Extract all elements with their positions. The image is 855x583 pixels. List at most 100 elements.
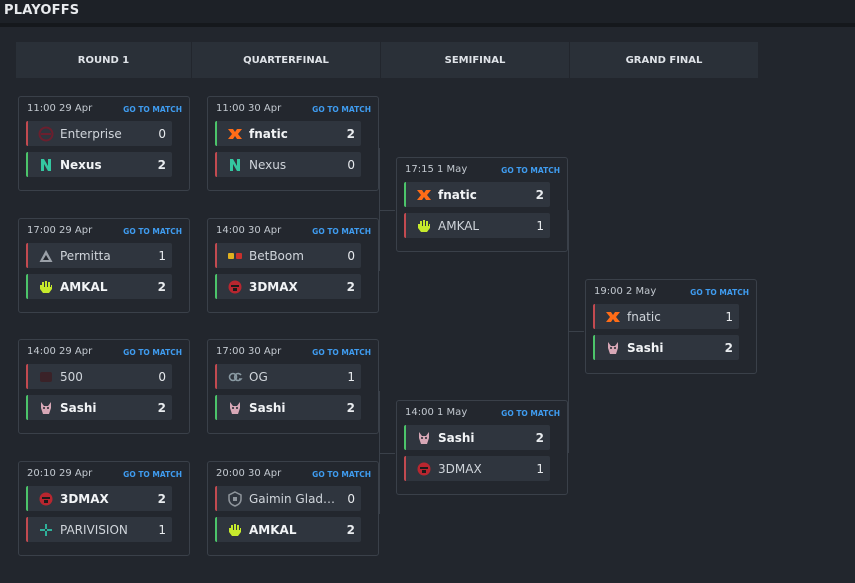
go-to-match-link[interactable]: GO TO MATCH	[123, 105, 182, 114]
go-to-match-link[interactable]: GO TO MATCH	[312, 348, 371, 357]
match-date: 30 Apr	[248, 225, 282, 236]
match-time: 11:00 29 Apr	[27, 103, 92, 114]
team-name: AMKAL	[438, 218, 480, 233]
team-score: 2	[535, 430, 544, 445]
team-name: Enterprise	[60, 126, 122, 141]
match-time: 14:00 30 Apr	[216, 225, 281, 236]
team-score: 0	[347, 491, 355, 506]
match-time-hour: 20:10	[27, 468, 56, 479]
match-time: 17:15 1 May	[405, 164, 467, 175]
match-date: 29 Apr	[59, 346, 93, 357]
go-to-match-link[interactable]: GO TO MATCH	[501, 166, 560, 175]
team-name: OG	[249, 369, 268, 384]
team-score: 2	[535, 187, 544, 202]
amkal-icon	[416, 218, 432, 234]
match-time: 14:00 1 May	[405, 407, 467, 418]
sashi-icon	[605, 340, 621, 356]
match-date: 29 Apr	[59, 225, 93, 236]
3dmax-icon	[38, 491, 54, 507]
team-name: fnatic	[249, 126, 288, 141]
go-to-match-link[interactable]: GO TO MATCH	[312, 470, 371, 479]
go-to-match-link[interactable]: GO TO MATCH	[123, 348, 182, 357]
team-name: Sashi	[249, 400, 286, 415]
team-score: 2	[346, 522, 355, 537]
team-name: AMKAL	[249, 522, 297, 537]
match-time: 17:00 29 Apr	[27, 225, 92, 236]
page-title: PLAYOFFS	[4, 3, 80, 18]
match-time-hour: 14:00	[405, 407, 434, 418]
go-to-match-link[interactable]: GO TO MATCH	[501, 409, 560, 418]
go-to-match-link[interactable]: GO TO MATCH	[312, 227, 371, 236]
3dmax-icon	[227, 279, 243, 295]
match-time-hour: 11:00	[27, 103, 56, 114]
team-score: 1	[158, 248, 166, 263]
team-row[interactable]: PARIVISION 1	[26, 517, 172, 542]
round-header-quarterfinal: QUARTERFINAL	[192, 42, 380, 78]
team-row[interactable]: AMKAL 2	[26, 274, 172, 299]
team-score: 2	[157, 279, 166, 294]
go-to-match-link[interactable]: GO TO MATCH	[312, 105, 371, 114]
team-name: PARIVISION	[60, 522, 128, 537]
sashi-icon	[227, 400, 243, 416]
team-score: 2	[346, 400, 355, 415]
match-time-hour: 20:00	[216, 468, 245, 479]
match-time: 11:00 30 Apr	[216, 103, 281, 114]
amkal-icon	[227, 522, 243, 538]
team-score: 2	[346, 126, 355, 141]
team-score: 2	[157, 157, 166, 172]
fnatic-icon	[605, 309, 621, 325]
round-header-semifinal: SEMIFINAL	[381, 42, 569, 78]
match-time-hour: 17:00	[27, 225, 56, 236]
team-score: 1	[158, 522, 166, 537]
match-time: 20:10 29 Apr	[27, 468, 92, 479]
nexus-icon	[38, 157, 54, 173]
team-name: 3DMAX	[60, 491, 109, 506]
team-row[interactable]: fnatic 2	[215, 121, 361, 146]
round-header-grand-final: GRAND FINAL	[570, 42, 758, 78]
fnatic-icon	[227, 126, 243, 142]
team-name: 3DMAX	[249, 279, 298, 294]
betboom-icon	[227, 248, 243, 264]
go-to-match-link[interactable]: GO TO MATCH	[123, 470, 182, 479]
team-row[interactable]: Gaimin Gladiators0	[215, 486, 361, 511]
team-score: 1	[536, 461, 544, 476]
go-to-match-link[interactable]: GO TO MATCH	[123, 227, 182, 236]
team-row[interactable]: 3DMAX 2	[26, 486, 172, 511]
team-row[interactable]: Sashi 2	[215, 395, 361, 420]
gaimin-gladiators-icon	[227, 490, 243, 507]
go-to-match-link[interactable]: GO TO MATCH	[690, 288, 749, 297]
match-date: 29 Apr	[59, 468, 93, 479]
match-time: 17:00 30 Apr	[216, 346, 281, 357]
team-name: AMKAL	[60, 279, 108, 294]
team-row[interactable]: AMKAL 2	[215, 517, 361, 542]
match-date: 30 Apr	[248, 103, 282, 114]
parivision-icon	[38, 522, 54, 538]
og-icon	[227, 369, 243, 385]
match-date: 1 May	[437, 164, 468, 175]
team-name: Sashi	[60, 400, 97, 415]
team-score: 2	[157, 491, 166, 506]
match-date: 30 Apr	[248, 346, 282, 357]
match-time: 14:00 29 Apr	[27, 346, 92, 357]
